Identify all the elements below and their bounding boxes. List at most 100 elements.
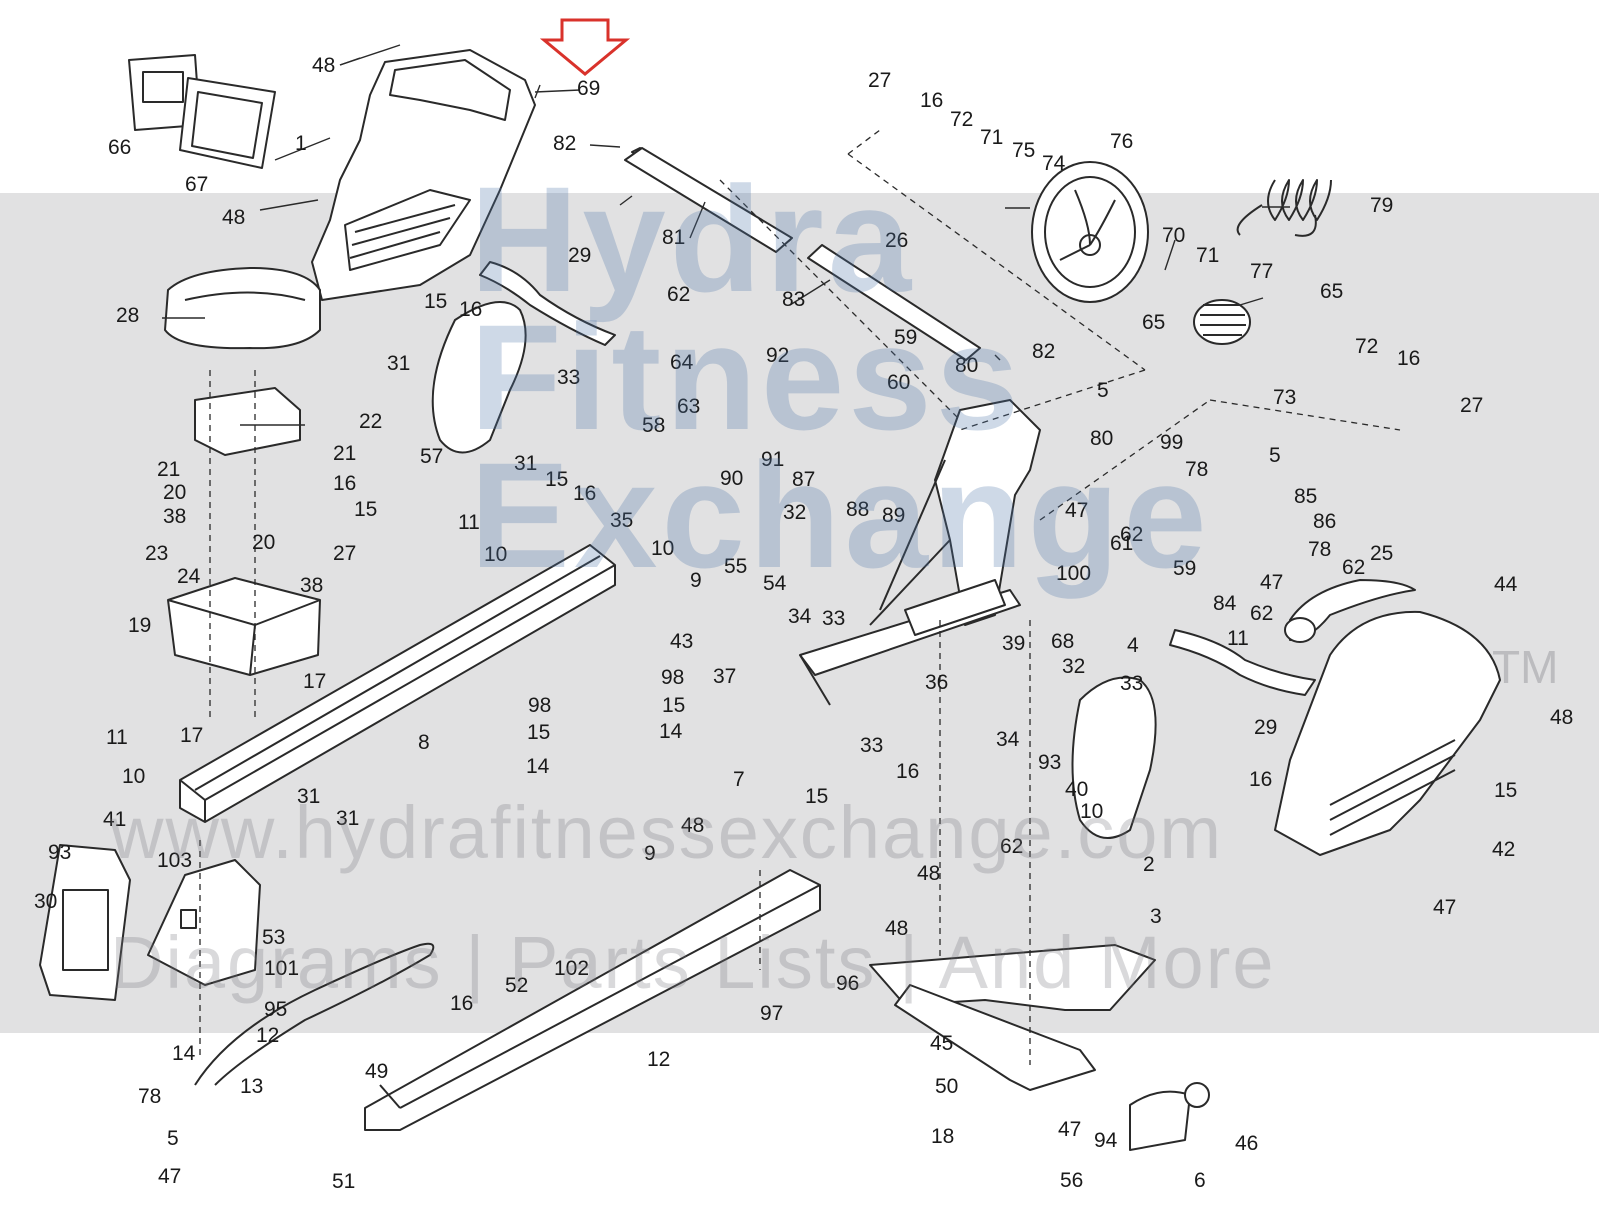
part-callout-37: 37 — [713, 665, 736, 688]
callout-layer: 4869666714882818382271672717574767970717… — [34, 54, 1573, 1193]
part-callout-54: 54 — [763, 572, 787, 595]
stabilizer-rail-part — [364, 869, 821, 1131]
part-callout-62: 62 — [1120, 523, 1143, 546]
part-callout-15: 15 — [527, 721, 550, 744]
part-callout-71: 71 — [1196, 244, 1219, 267]
part-callout-44: 44 — [1494, 573, 1518, 596]
part-callout-21: 21 — [157, 458, 180, 481]
part-callout-32: 32 — [783, 501, 806, 524]
part-callout-67: 67 — [185, 173, 208, 196]
part-callout-45: 45 — [930, 1032, 953, 1055]
part-callout-98: 98 — [528, 694, 551, 717]
part-callout-100: 100 — [1056, 562, 1091, 585]
part-callout-34: 34 — [788, 605, 812, 628]
foot-strap-part — [479, 261, 616, 346]
part-callout-33: 33 — [1120, 672, 1143, 695]
down-arrow-icon — [540, 18, 630, 76]
part-callout-49: 49 — [365, 1060, 388, 1083]
part-callout-2: 2 — [1143, 853, 1155, 876]
part-callout-10: 10 — [1080, 800, 1103, 823]
main-frame-part — [799, 399, 1041, 706]
part-callout-16: 16 — [333, 472, 356, 495]
part-callout-62: 62 — [1250, 602, 1273, 625]
part-callout-88: 88 — [846, 498, 869, 521]
part-callout-9: 9 — [690, 569, 702, 592]
part-callout-25: 25 — [1370, 542, 1393, 565]
part-callout-5: 5 — [1097, 379, 1109, 402]
part-callout-39: 39 — [1002, 632, 1025, 655]
part-callout-89: 89 — [882, 504, 905, 527]
part-callout-10: 10 — [484, 543, 507, 566]
seat-carriage-part — [167, 577, 321, 676]
watermark-brand-line: Hydra — [470, 155, 916, 323]
part-callout-80: 80 — [1090, 427, 1113, 450]
part-callout-20: 20 — [252, 531, 275, 554]
rear-cover-part — [39, 844, 261, 1001]
part-callout-77: 77 — [1250, 260, 1273, 283]
part-callout-17: 17 — [180, 724, 203, 747]
watermark-tagline: Diagrams | Parts Lists | And More — [110, 921, 1276, 1004]
part-callout-78: 78 — [138, 1085, 161, 1108]
seat-rail-part — [179, 544, 616, 823]
rope-spool-part — [1193, 299, 1251, 345]
part-callout-6: 6 — [1194, 1169, 1206, 1192]
part-callout-97: 97 — [760, 1002, 783, 1025]
part-callout-38: 38 — [163, 505, 186, 528]
part-callout-19: 19 — [128, 614, 151, 637]
part-callout-8: 8 — [418, 731, 430, 754]
part-callout-16: 16 — [459, 298, 482, 321]
part-callout-51: 51 — [332, 1170, 355, 1193]
part-callout-31: 31 — [336, 807, 359, 830]
part-callout-43: 43 — [670, 630, 693, 653]
part-callout-31: 31 — [297, 785, 320, 808]
part-callout-81: 81 — [662, 226, 685, 249]
part-callout-70: 70 — [1162, 224, 1185, 247]
part-callout-48: 48 — [917, 862, 940, 885]
part-callout-87: 87 — [792, 468, 815, 491]
part-callout-5: 5 — [1269, 444, 1281, 467]
part-callout-98: 98 — [661, 666, 684, 689]
part-callout-16: 16 — [1249, 768, 1272, 791]
part-callout-29: 29 — [1254, 716, 1277, 739]
part-callout-55: 55 — [724, 555, 747, 578]
part-callout-17: 17 — [303, 670, 326, 693]
part-callout-93: 93 — [1038, 751, 1061, 774]
part-callout-78: 78 — [1185, 458, 1208, 481]
handle-part — [1289, 579, 1416, 641]
part-callout-79: 79 — [1370, 194, 1393, 217]
part-callout-92: 92 — [766, 344, 789, 367]
part-callout-47: 47 — [158, 1165, 181, 1188]
part-callout-29: 29 — [568, 244, 591, 267]
part-callout-63: 63 — [677, 395, 700, 418]
part-callout-46: 46 — [1235, 1132, 1258, 1155]
part-callout-85: 85 — [1294, 485, 1317, 508]
part-callout-16: 16 — [573, 482, 596, 505]
part-callout-48: 48 — [1550, 706, 1573, 729]
part-callout-40: 40 — [1065, 778, 1088, 801]
footplate-part — [431, 301, 1157, 839]
part-callout-101: 101 — [264, 957, 299, 980]
watermark-brand-line: Exchange — [470, 431, 1211, 599]
watermark-url: www.hydrafitnessexchange.com — [110, 791, 1224, 874]
part-callout-18: 18 — [931, 1125, 954, 1148]
part-callout-65: 65 — [1142, 311, 1165, 334]
part-callout-74: 74 — [1042, 152, 1066, 175]
part-callout-36: 36 — [925, 671, 948, 694]
part-callout-47: 47 — [1260, 571, 1283, 594]
part-callout-16: 16 — [1397, 347, 1420, 370]
part-callout-12: 12 — [647, 1048, 670, 1071]
part-callout-15: 15 — [354, 498, 377, 521]
handle-grip-part — [1284, 617, 1316, 643]
part-callout-15: 15 — [545, 468, 568, 491]
part-callout-16: 16 — [896, 760, 919, 783]
part-callout-28: 28 — [116, 304, 139, 327]
part-callout-99: 99 — [1160, 431, 1183, 454]
part-callout-64: 64 — [670, 351, 694, 374]
part-callout-32: 32 — [1062, 655, 1085, 678]
part-callout-15: 15 — [662, 694, 685, 717]
drive-belt-part — [194, 942, 435, 1086]
console-display-part — [128, 54, 276, 169]
part-callout-94: 94 — [1094, 1129, 1118, 1152]
part-callout-58: 58 — [642, 414, 665, 437]
part-callout-11: 11 — [458, 511, 480, 534]
